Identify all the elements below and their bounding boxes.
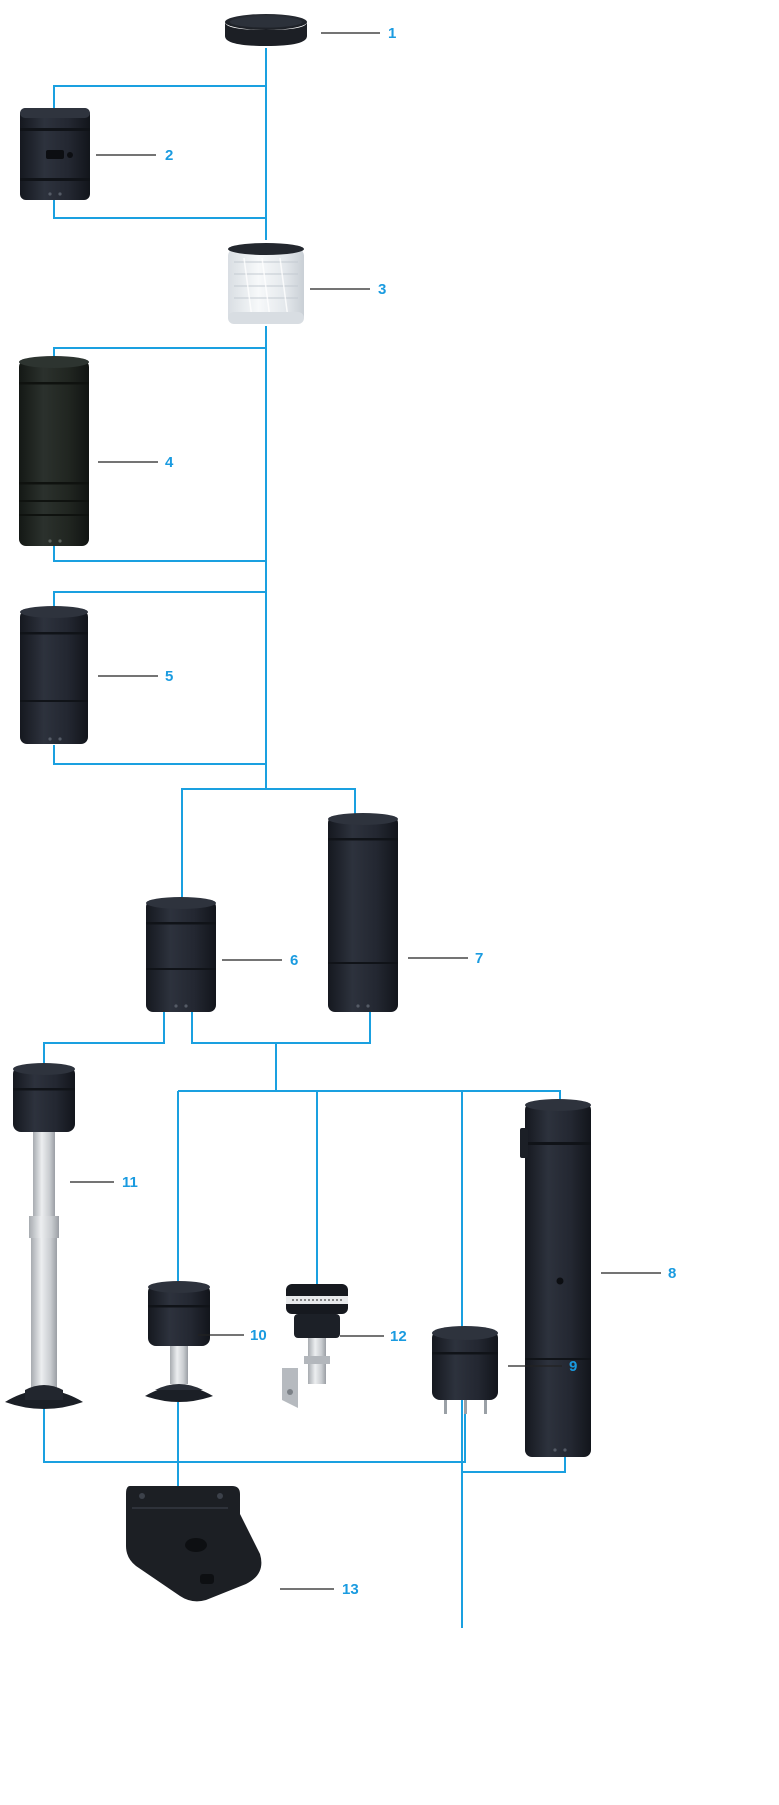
clear-light-component — [228, 243, 304, 324]
wall-bracket — [126, 1486, 262, 1602]
callout-12: 12 — [390, 1328, 407, 1345]
callout-1: 1 — [388, 25, 396, 42]
callout-7: 7 — [475, 950, 483, 967]
short-pole-base — [145, 1281, 213, 1402]
callout-8: 8 — [668, 1265, 676, 1282]
cap-component — [225, 14, 307, 46]
bracket-mount-base — [282, 1284, 348, 1408]
callout-labels: 1 2 3 4 5 6 7 8 9 10 11 12 13 — [122, 25, 676, 1598]
short-light-module — [146, 897, 216, 1012]
mounting-adapter — [520, 1099, 591, 1457]
callout-3: 3 — [378, 281, 386, 298]
callout-leader-lines — [70, 32, 661, 1590]
long-light-module — [328, 813, 398, 1012]
callout-2: 2 — [165, 147, 173, 164]
callout-5: 5 — [165, 668, 173, 685]
buzzer-component — [20, 108, 90, 200]
callout-11: 11 — [122, 1174, 138, 1191]
plug-in-base — [432, 1326, 498, 1414]
medium-light-module — [20, 606, 88, 744]
callout-9: 9 — [569, 1358, 577, 1375]
telescopic-pole-base — [5, 1063, 83, 1409]
callout-13: 13 — [342, 1581, 359, 1598]
callout-10: 10 — [250, 1327, 267, 1344]
callout-4: 4 — [165, 454, 174, 471]
callout-6: 6 — [290, 952, 298, 969]
tall-light-module — [19, 356, 89, 546]
